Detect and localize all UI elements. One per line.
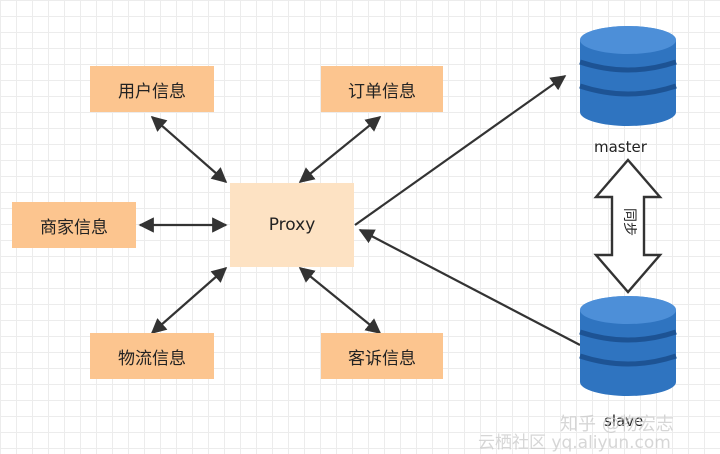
arrow-user-proxy xyxy=(150,115,228,184)
arrow-logistics-proxy xyxy=(150,266,228,335)
slave-database-icon xyxy=(579,296,677,396)
merchant-info-box: 商家信息 xyxy=(12,202,136,248)
watermark-zhihu: 知乎 @物宏志 xyxy=(560,414,674,435)
proxy-box: Proxy xyxy=(230,183,354,267)
sync-label: 同步 xyxy=(621,208,637,236)
master-label: master xyxy=(594,138,647,156)
arrow-complaint-proxy xyxy=(298,267,382,334)
arrow-slave-proxy xyxy=(358,229,581,346)
user-info-box: 用户信息 xyxy=(90,66,214,112)
arrow-order-proxy xyxy=(298,116,382,183)
logistics-info-box: 物流信息 xyxy=(90,333,214,379)
order-info-box: 订单信息 xyxy=(321,66,443,112)
master-database-icon xyxy=(579,26,677,126)
complaint-info-box: 客诉信息 xyxy=(321,333,443,379)
slave-label: slave xyxy=(604,412,644,430)
watermark-yunqi: 云栖社区 yq.aliyun.com xyxy=(478,433,671,453)
sync-double-arrow xyxy=(593,158,663,294)
arrow-proxy-master xyxy=(354,75,567,226)
